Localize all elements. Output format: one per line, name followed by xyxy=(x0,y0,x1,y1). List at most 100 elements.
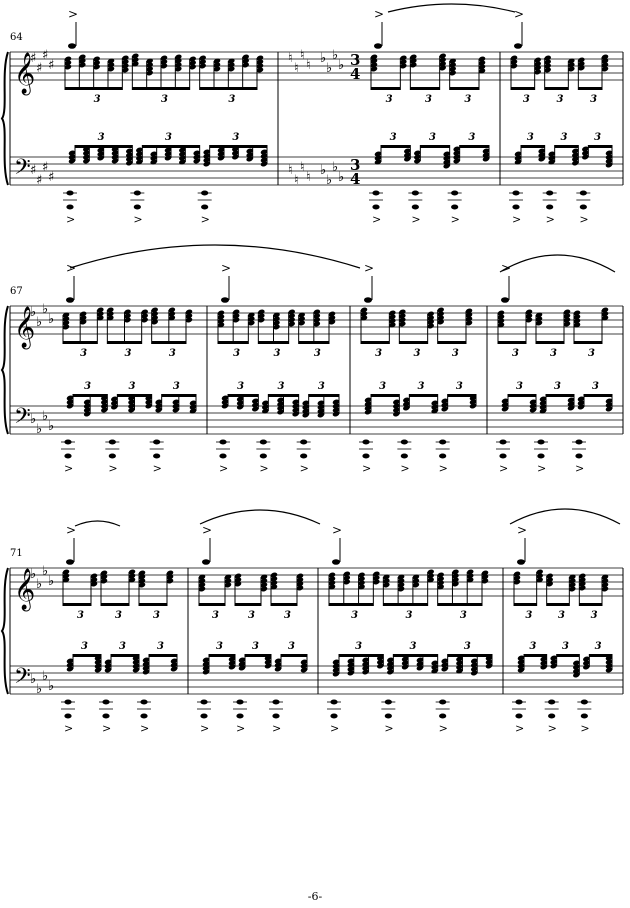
tie xyxy=(387,3,516,13)
notehead xyxy=(374,155,382,161)
notehead xyxy=(579,577,586,583)
notehead xyxy=(193,154,200,160)
beam xyxy=(298,341,329,344)
notehead xyxy=(412,582,420,588)
notehead xyxy=(107,311,114,317)
notehead xyxy=(387,657,394,663)
notehead xyxy=(302,412,309,418)
notehead xyxy=(126,160,133,166)
phrase-slur xyxy=(74,520,121,527)
notehead xyxy=(441,662,448,668)
notehead xyxy=(328,580,336,586)
bass-octave-note xyxy=(140,713,148,719)
key-signature-flat: ♭ xyxy=(42,302,48,317)
notehead xyxy=(485,659,493,665)
notehead xyxy=(277,401,284,407)
notehead xyxy=(273,324,280,330)
key-signature-flat: ♭ xyxy=(42,409,48,424)
notehead xyxy=(328,572,336,578)
notehead xyxy=(370,66,378,72)
notehead xyxy=(104,663,112,669)
bass-octave-note xyxy=(201,204,209,210)
triplet-number: 3 xyxy=(468,132,475,143)
notehead xyxy=(431,400,438,406)
bass-staff xyxy=(10,665,623,695)
notehead xyxy=(582,146,589,152)
notehead xyxy=(452,577,459,583)
accent-mark: > xyxy=(140,722,149,735)
notehead xyxy=(166,570,174,576)
notehead xyxy=(132,663,140,669)
notehead xyxy=(427,315,434,321)
notehead xyxy=(79,62,86,68)
notehead xyxy=(601,586,609,592)
notehead xyxy=(403,405,410,411)
brace xyxy=(0,567,9,695)
notehead xyxy=(501,398,509,404)
notehead xyxy=(427,319,434,325)
triplet-number: 3 xyxy=(410,641,417,652)
notehead xyxy=(362,661,369,667)
beam xyxy=(117,394,152,397)
treble-chord-group: 3 xyxy=(497,309,533,359)
beam xyxy=(579,603,602,606)
notehead xyxy=(539,404,547,410)
bass-octave-note xyxy=(439,453,447,459)
treble-chord-group: 3 xyxy=(546,573,576,621)
beam xyxy=(554,145,579,148)
notehead xyxy=(437,315,444,321)
bass-octave-note xyxy=(272,713,280,719)
notehead xyxy=(166,578,174,584)
notehead xyxy=(453,146,460,152)
accent-mark: > xyxy=(300,462,309,475)
bass-staff xyxy=(10,156,623,186)
notehead xyxy=(328,311,336,317)
beam xyxy=(65,87,123,90)
notehead xyxy=(453,154,460,160)
accent-mark: > xyxy=(384,722,393,735)
triplet-number: 3 xyxy=(125,348,132,359)
melody-note xyxy=(517,559,525,565)
notehead xyxy=(437,576,444,582)
triplet-number: 3 xyxy=(464,94,471,105)
notehead xyxy=(199,59,206,65)
accent-mark: > xyxy=(259,462,268,475)
notehead xyxy=(535,312,543,318)
notehead xyxy=(64,64,72,70)
notehead xyxy=(228,62,235,68)
notehead xyxy=(146,66,153,72)
triplet-number: 3 xyxy=(94,94,101,105)
notehead xyxy=(377,663,384,669)
notehead xyxy=(232,313,240,319)
notehead xyxy=(132,61,139,67)
notehead xyxy=(525,313,533,319)
notehead xyxy=(128,407,135,413)
notehead xyxy=(260,153,268,159)
beam xyxy=(437,603,482,606)
notehead xyxy=(273,320,280,326)
bass-chord-group: 3 xyxy=(238,641,272,671)
notehead xyxy=(389,310,396,316)
notehead xyxy=(107,315,114,321)
treble-chord-group: 3 xyxy=(151,307,193,359)
accent-mark: > xyxy=(512,213,521,226)
notehead xyxy=(427,323,434,329)
notehead xyxy=(517,655,525,661)
notehead xyxy=(166,574,174,580)
key-signature-flat: ♭ xyxy=(338,58,344,73)
notehead xyxy=(189,64,196,70)
notehead xyxy=(203,153,210,159)
notehead xyxy=(583,656,590,662)
notehead xyxy=(572,152,579,158)
notehead xyxy=(155,407,162,413)
notehead xyxy=(203,149,210,155)
triplet-number: 3 xyxy=(390,132,397,143)
notehead xyxy=(317,404,325,410)
treble-clef: 𝄞 xyxy=(14,52,35,95)
notehead xyxy=(288,309,295,315)
triplet-number: 3 xyxy=(592,381,599,392)
notehead xyxy=(228,58,235,64)
notehead xyxy=(313,317,321,323)
notehead xyxy=(364,409,372,415)
notehead xyxy=(252,398,259,404)
